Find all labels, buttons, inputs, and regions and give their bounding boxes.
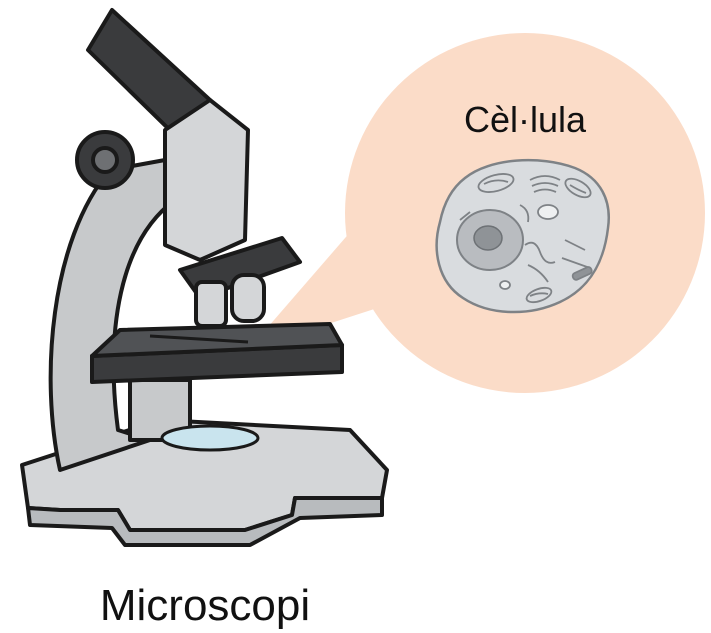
microscope-head [165, 100, 248, 260]
cell-nucleolus [474, 226, 502, 250]
focus-knob-inner [93, 148, 117, 172]
objective-lens-1 [196, 282, 226, 326]
light-disk [162, 426, 258, 450]
objective-lens-2 [232, 275, 264, 321]
microscope-label: Microscopi [100, 581, 310, 630]
cell-label: Cèl·lula [464, 99, 587, 140]
